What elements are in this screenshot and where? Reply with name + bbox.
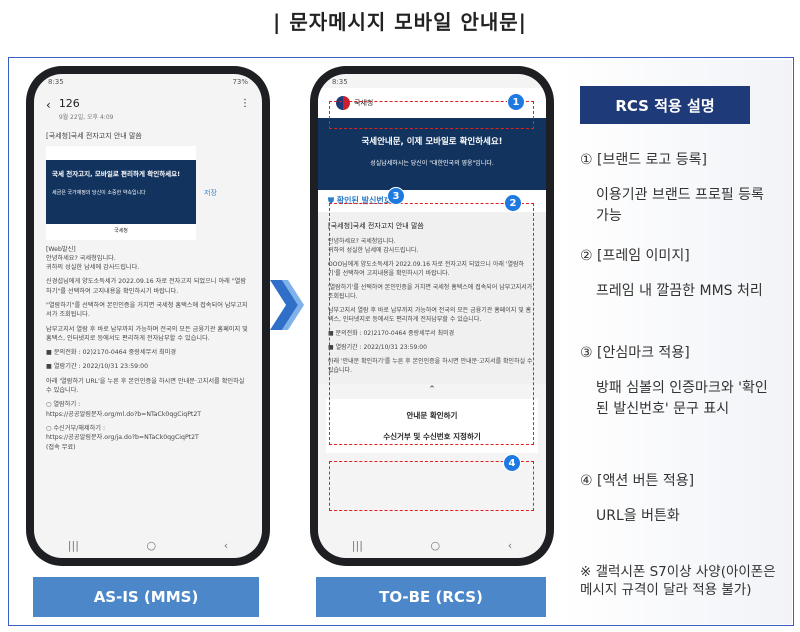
message-paragraph: ■ 열람기간 : 2022/10/31 23:59:00 — [46, 363, 149, 371]
android-navbar: ||| ○ ‹ — [34, 538, 262, 555]
more-icon[interactable]: ⋮ — [240, 98, 250, 109]
status-time: 8:35 — [48, 78, 64, 86]
banner-sub: 세금은 국가재정의 당신이 소중한 약속입니다 — [52, 189, 146, 196]
message-body: 안녕하세요? 국세청입니다. 귀하의 성실한 납세에 감사드립니다. OOO님에게… — [328, 237, 536, 375]
nts-emblem-icon — [336, 96, 350, 110]
panel-header: RCS 적용 설명 — [580, 86, 750, 124]
message-paragraph: 납부고지서 열람 후 바로 납부까지 가능하여 전국의 모든 금융기관 홈페이지… — [328, 306, 532, 323]
android-navbar: ||| ○ ‹ — [318, 538, 546, 555]
panel-item-title: ③ [안심마크 적용] — [580, 344, 690, 361]
rcs-screen: 8:35 국세청 국세안내문, 이제 모바일로 확인하세요! 성실납세하시는 당… — [318, 74, 546, 558]
mms-screen: 8:35 73% ‹ 126 9월 22일, 오후 4:09 ⋮ [국세청]국세 전… — [34, 74, 262, 558]
message-title: [국세청]국세 전자고지 안내 말씀 — [46, 131, 142, 140]
back-nav-icon[interactable]: ‹ — [223, 538, 229, 552]
banner-text: 국세 전자고지, 모바일로 편리하게 확인하세요! — [52, 170, 181, 178]
panel-item-desc: URL을 버튼화 — [596, 508, 680, 524]
mms-image[interactable]: 국세 전자고지, 모바일로 편리하게 확인하세요! 세금은 국가재정의 당신이 … — [46, 146, 196, 240]
panel-item: ④ [액션 버튼 적용] URL을 버튼화 — [580, 465, 780, 527]
rcs-explanation-panel: RCS 적용 설명 ① [브랜드 로고 등록] 이용기관 브랜드 프로필 등록 가… — [580, 86, 776, 598]
verified-sender: ⛊ 확인된 발신번호 — [318, 190, 546, 212]
message-paragraph: OOO님에게 양도소득세가 2022.09.16 자로 전자고지 되었으니 아래… — [328, 260, 525, 277]
sender-number: 126 — [58, 97, 80, 110]
message-paragraph: ○ 열람하기 : https://공공알림문자.org/ml.do?b=NTaC… — [46, 401, 202, 418]
panel-item: ② [프레임 이미지] 프레임 내 깔끔한 MMS 처리 — [580, 240, 780, 302]
message-paragraph: 신경섭님에게 양도소득세가 2022.09.16 자로 전자고지 되었으니 아래… — [46, 278, 247, 295]
badge-2: 2 — [504, 194, 522, 212]
save-link[interactable]: 저장 — [204, 188, 217, 197]
message-paragraph: "열람하기"를 선택하여 본인인증을 거치면 국세청 홈택스에 접속되어 납부고… — [46, 301, 248, 319]
badge-3: 3 — [387, 187, 405, 205]
panel-item-title: ④ [액션 버튼 적용] — [580, 473, 695, 489]
highlight-buttons — [329, 461, 534, 511]
verified-text: 확인된 발신번호 — [336, 196, 392, 205]
back-nav-icon[interactable]: ‹ — [507, 538, 513, 552]
banner-sub: 성실납세하시는 당신이 "대한민국의 영웅"입니다. — [370, 159, 494, 167]
view-notice-button[interactable]: 안내문 확인하기 — [406, 411, 458, 420]
phone-to-be: 8:35 국세청 국세안내문, 이제 모바일로 확인하세요! 성실납세하시는 당… — [310, 66, 554, 566]
back-icon[interactable]: ‹ — [46, 98, 51, 112]
home-icon[interactable]: ○ — [430, 538, 441, 552]
opt-out-button[interactable]: 수신거부 및 수신번호 지정하기 — [383, 432, 481, 441]
home-icon[interactable]: ○ — [146, 538, 157, 552]
recent-apps-icon[interactable]: ||| — [351, 538, 363, 552]
message-date: 9월 22일, 오후 4:09 — [58, 113, 114, 121]
message-paragraph: ■ 문의전화 : 02)2170-0464 중랑세무서 최미경 — [328, 329, 455, 337]
highlight-logo — [329, 101, 534, 129]
shield-icon: ⛊ — [328, 196, 337, 205]
badge-4: 4 — [503, 454, 521, 472]
nts-logo: 국세청 — [114, 228, 128, 234]
banner-title: 국세안내문, 이제 모바일로 확인하세요! — [361, 137, 503, 147]
message-paragraph: '열람하기'를 선택하여 본인인증을 거치면 국세청 홈택스에 접속되어 납부고… — [328, 283, 533, 300]
message-paragraph: 안녕하세요? 국세청입니다. 귀하의 성실한 납세에 감사드립니다. — [328, 237, 419, 254]
to-be-label: TO-BE (RCS) — [316, 577, 546, 617]
message-paragraph: [Web발신] 안녕하세요? 국세청입니다. 귀하의 성실한 납세에 감사드립니… — [46, 245, 140, 272]
message-paragraph: 납부고지서 열람 후 바로 납부까지 가능하며 전국의 모든 금융기관 홈페이지… — [46, 325, 248, 342]
panel-item: ① [브랜드 로고 등록] 이용기관 브랜드 프로필 등록 가능 — [580, 144, 780, 227]
message-title: [국세청]국세 전자고지 안내 말씀 — [328, 222, 424, 230]
message-paragraph: ○ 수신거부/해제하기 : https://공공알림문자.org/ja.do?b… — [46, 424, 199, 451]
panel-note: ※ 갤럭시폰 S7이상 사양(아이폰은 메시지 규격이 달라 적용 불가) — [580, 564, 776, 598]
chevron-right-icon — [270, 280, 304, 330]
badge-1: 1 — [507, 93, 525, 111]
collapse-icon[interactable]: ⌃ — [428, 384, 436, 395]
message-paragraph: ■ 열람기간 : 2022/10/31 23:59:00 — [328, 343, 427, 351]
battery-level: 73% — [232, 78, 248, 86]
brand-logo: 국세청 — [354, 98, 374, 107]
as-is-label: AS-IS (MMS) — [33, 577, 259, 617]
panel-item-title: ② [프레임 이미지] — [580, 248, 690, 265]
panel-item-title: ① [브랜드 로고 등록] — [580, 152, 707, 168]
message-paragraph: ■ 문의전화 : 02)2170-0464 중랑세무서 최미경 — [46, 349, 177, 357]
content-frame — [8, 57, 794, 626]
panel-item-desc: 프레임 내 깔끔한 MMS 처리 — [596, 283, 763, 300]
phone-as-is: 8:35 73% ‹ 126 9월 22일, 오후 4:09 ⋮ [국세청]국세 전… — [26, 66, 270, 566]
panel-item-desc: 방패 심볼의 인증마크와 '확인된 발신번호' 문구 표시 — [596, 379, 768, 417]
panel-background — [560, 60, 792, 624]
status-time: 8:35 — [332, 78, 348, 86]
highlight-frame — [329, 203, 534, 445]
panel-item: ③ [안심마크 적용] 방패 심볼의 인증마크와 '확인된 발신번호' 문구 표시 — [580, 337, 780, 420]
message-body: [Web발신] 안녕하세요? 국세청입니다. 귀하의 성실한 납세에 감사드립니… — [46, 245, 250, 452]
message-paragraph: 아래 '열람하기 URL'을 누른 후 본인인증을 하시면 안내문·고지서를 확… — [46, 377, 245, 395]
panel-item-desc: 이용기관 브랜드 프로필 등록 가능 — [596, 187, 764, 224]
page-title: | 문자메시지 모바일 안내문| — [273, 10, 527, 34]
recent-apps-icon[interactable]: ||| — [67, 538, 79, 552]
message-paragraph: 아래 '안내문 확인하기'를 누른 후 본인인증을 하시면 안내문·고지서를 확… — [328, 357, 533, 374]
